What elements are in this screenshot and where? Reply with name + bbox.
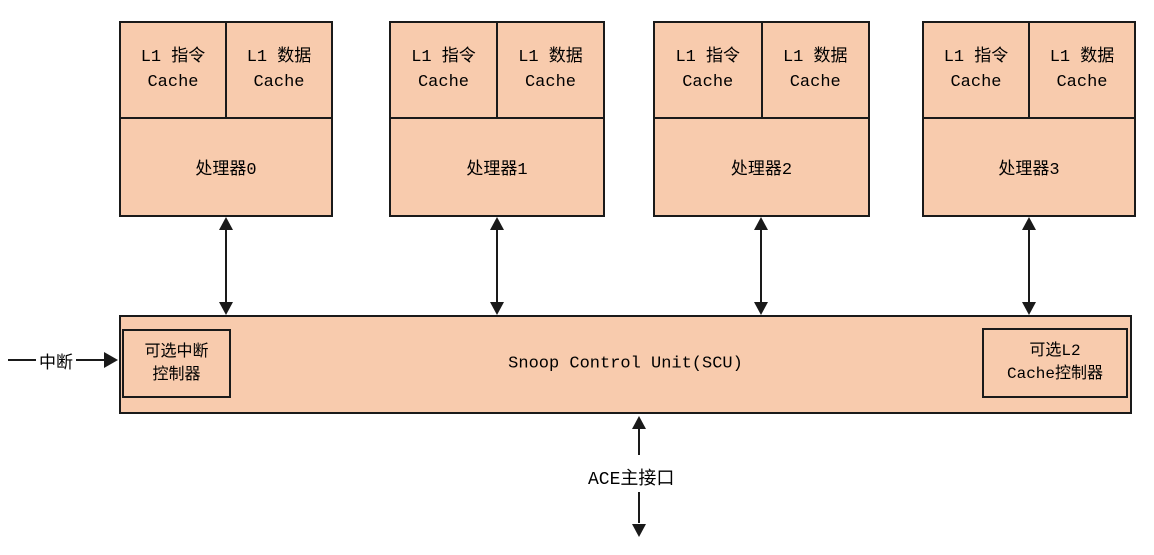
processor-0-l1-data-cache: L1 数据 Cache [227,23,331,117]
ace-arrow-stem-down [638,492,640,523]
processor-2-label: 处理器2 [730,161,793,180]
right-arrowhead-icon [104,352,118,368]
interrupt-controller-label-line1: 可选中断 [144,342,209,361]
l1-dcache-label-line1: L1 数据 [782,48,848,67]
processor-0-label: 处理器0 [195,161,257,180]
up-arrowhead-icon [490,217,504,230]
scu-label: Snoop Control Unit(SCU) [508,354,743,374]
down-arrowhead-icon [490,302,504,315]
processor-3-l1-instruction-cache: L1 指令 Cache [924,23,1030,117]
processor-3-cache-row: L1 指令 Cache L1 数据 Cache [924,23,1134,119]
l1-icache-label-line1: L1 指令 [140,48,206,67]
connector-stem [1028,227,1030,305]
l1-dcache-label-line2: Cache [253,73,305,92]
connector-stem [496,227,498,305]
processor-3-block: L1 指令 Cache L1 数据 Cache 处理器3 [922,21,1136,217]
processor-0-l1-instruction-cache: L1 指令 Cache [121,23,227,117]
up-arrowhead-icon [632,416,646,429]
processor-3-label: 处理器3 [998,161,1060,180]
connector-processor0-scu [219,217,233,315]
up-arrowhead-icon [219,217,233,230]
ace-interface-label: ACE主接口 [588,470,675,490]
processor-0-cache-row: L1 指令 Cache L1 数据 Cache [121,23,331,119]
down-arrowhead-icon [754,302,768,315]
l1-icache-label-line1: L1 指令 [943,48,1009,67]
l2-controller-label-line2: Cache控制器 [1006,365,1103,383]
up-arrowhead-icon [754,217,768,230]
ace-arrow-stem-up [638,427,640,455]
l1-dcache-label-line1: L1 数据 [518,48,583,67]
processor-1-label: 处理器1 [466,161,528,180]
down-arrowhead-icon [219,302,233,315]
processor-1-cache-row: L1 指令 Cache L1 数据 Cache [391,23,603,119]
processor-1-block: L1 指令 Cache L1 数据 Cache 处理器1 [389,21,605,217]
connector-stem [225,227,227,305]
processor-3-l1-data-cache: L1 数据 Cache [1030,23,1134,117]
down-arrowhead-icon [1022,302,1036,315]
connector-stem [760,227,762,305]
l1-dcache-label-line2: Cache [1056,73,1108,92]
l2-controller-label-line1: 可选L2 [1029,342,1081,360]
l1-dcache-label-line2: Cache [524,73,576,92]
l1-dcache-label-line1: L1 数据 [1049,48,1115,67]
l1-icache-label-line1: L1 指令 [675,48,741,67]
l1-icache-label-line2: Cache [950,73,1002,92]
optional-interrupt-controller-box: 可选中断 控制器 [122,329,231,398]
interrupt-controller-label-line2: 控制器 [152,365,201,384]
processor-2-block: L1 指令 Cache L1 数据 Cache 处理器2 [653,21,870,217]
processor-2-l1-instruction-cache: L1 指令 Cache [655,23,763,117]
snoop-control-unit-bar: Snoop Control Unit(SCU) 可选中断 控制器 可选L2 Ca… [119,315,1132,414]
up-arrowhead-icon [1022,217,1036,230]
processor-2-cache-row: L1 指令 Cache L1 数据 Cache [655,23,868,119]
connector-processor1-scu [490,217,504,315]
down-arrowhead-icon [632,524,646,537]
l1-icache-label-line2: Cache [147,73,199,92]
connector-processor2-scu [754,217,768,315]
connector-processor3-scu [1022,217,1036,315]
l1-icache-label-line2: Cache [682,73,734,92]
l1-icache-label-line2: Cache [417,73,469,92]
l1-icache-label-line1: L1 指令 [411,48,476,67]
l1-dcache-label-line2: Cache [789,73,841,92]
processor-1-l1-instruction-cache: L1 指令 Cache [391,23,498,117]
processor-1-l1-data-cache: L1 数据 Cache [498,23,603,117]
processor-0-block: L1 指令 Cache L1 数据 Cache 处理器0 [119,21,333,217]
optional-l2-cache-controller-box: 可选L2 Cache控制器 [982,328,1128,398]
interrupt-signal-label: 中断 [36,348,76,374]
processor-2-l1-data-cache: L1 数据 Cache [763,23,869,117]
l1-dcache-label-line1: L1 数据 [246,48,312,67]
